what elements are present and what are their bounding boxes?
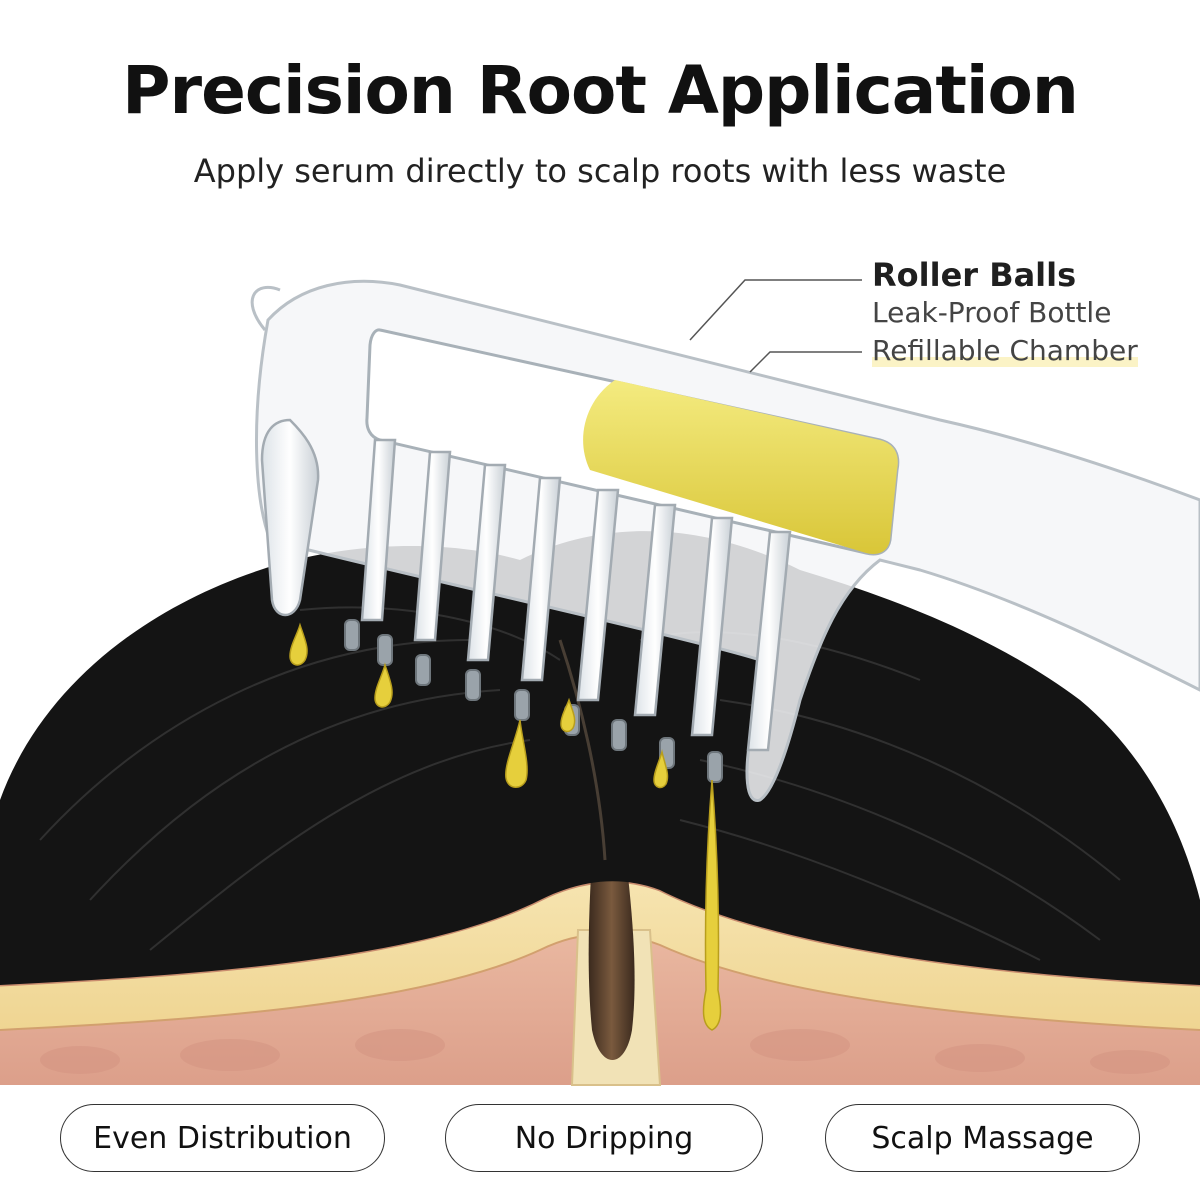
callout-roller-balls: Roller Balls — [872, 256, 1077, 294]
callout-leader-lines — [689, 279, 862, 373]
serum-drops — [289, 622, 722, 1031]
callout-group: Roller Balls Leak-Proof Bottle Refillabl… — [872, 256, 1192, 370]
applicator-comb — [250, 279, 1200, 802]
feature-pill-scalp-massage: Scalp Massage — [825, 1104, 1140, 1172]
callout-refillable: Refillable Chamber — [872, 334, 1138, 367]
feature-pill-even-distribution: Even Distribution — [60, 1104, 385, 1172]
page-subtitle: Apply serum directly to scalp roots with… — [193, 152, 1007, 190]
serum-chamber — [583, 380, 898, 554]
feature-pill-no-dripping: No Dripping — [445, 1104, 763, 1172]
callout-leak-proof: Leak-Proof Bottle — [872, 296, 1112, 329]
page-title: Precision Root Application — [122, 52, 1079, 129]
